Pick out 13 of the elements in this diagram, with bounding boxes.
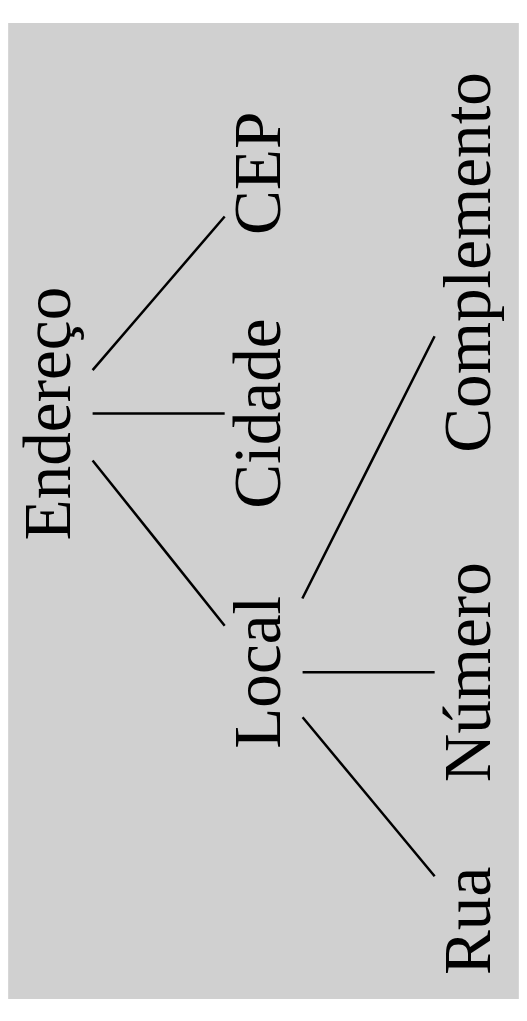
node-text: Local: [220, 595, 296, 749]
node-text: Número: [430, 561, 506, 782]
connector: [301, 335, 436, 599]
node-text: CEP: [220, 111, 296, 235]
node-text: Rua: [430, 866, 506, 975]
connector: [92, 411, 225, 415]
node-text: Endereço: [10, 286, 86, 540]
connector: [302, 670, 435, 674]
connector: [91, 215, 226, 371]
connector: [301, 716, 436, 877]
node-text: Cidade: [220, 317, 296, 509]
node-text: Complemento: [430, 71, 506, 453]
connector: [91, 459, 226, 627]
